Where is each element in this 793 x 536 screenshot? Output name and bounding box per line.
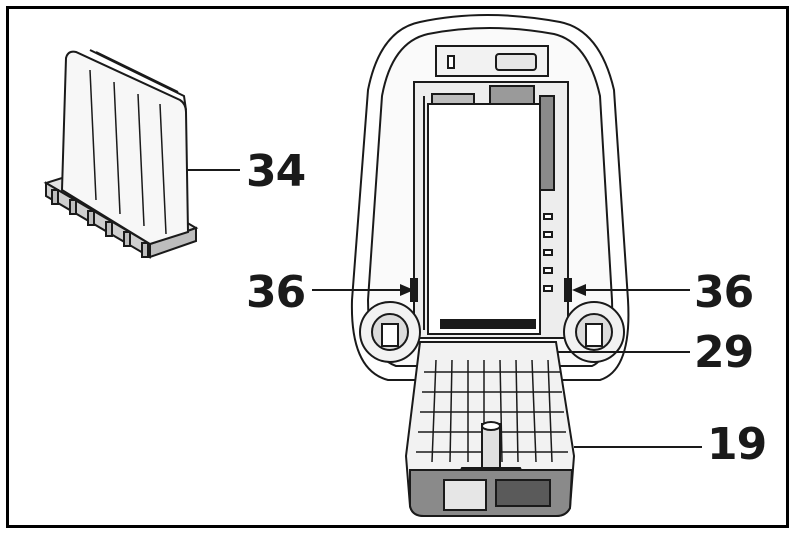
basket-19 bbox=[404, 341, 576, 517]
clip-arrow-left-36 bbox=[312, 278, 418, 302]
callout-29: 29 bbox=[694, 327, 754, 378]
callout-36-right: 36 bbox=[694, 267, 754, 318]
appliance-body bbox=[350, 14, 630, 381]
callout-36-left: 36 bbox=[246, 267, 306, 318]
clip-arrow-right-36 bbox=[564, 278, 690, 302]
bag-label-strip bbox=[440, 319, 536, 329]
callout-34: 34 bbox=[246, 146, 306, 197]
filter-insert-34 bbox=[43, 49, 199, 259]
callout-19: 19 bbox=[707, 419, 767, 470]
